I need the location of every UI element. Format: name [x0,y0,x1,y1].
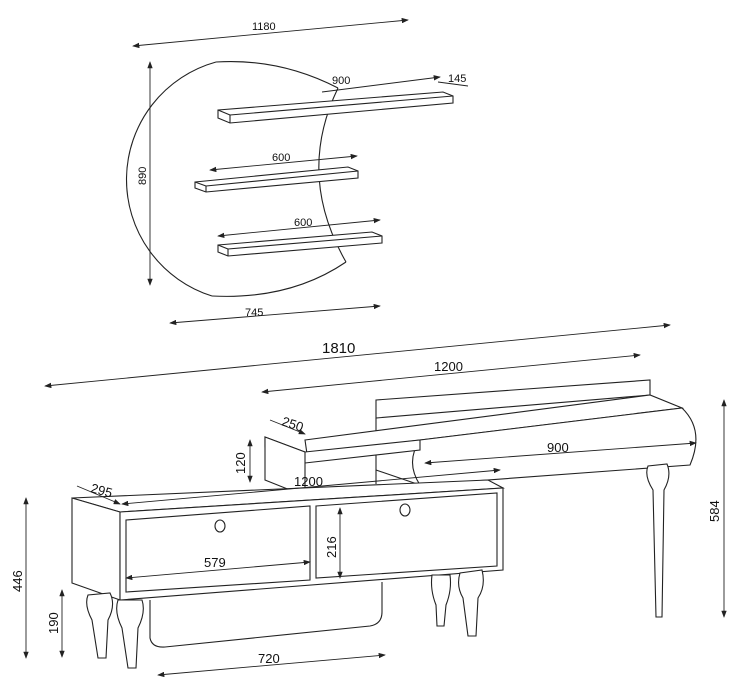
dim-1810: 1810 [322,340,355,357]
dim-584: 584 [707,500,722,522]
dim-900-console: 900 [547,440,569,455]
dim-600-middle: 600 [272,152,290,164]
round-back-panel [125,61,217,297]
leg-front-right-2 [457,569,484,637]
top-shelf [217,91,454,124]
tv-unit [71,379,697,669]
dim-250: 250 [280,414,305,435]
lower-cabinet-side [71,497,121,601]
tv-unit-dimensions: 1810 1200 250 120 1200 295 900 584 216 5… [10,322,727,678]
dim-890: 890 [137,167,149,185]
leg-back-right [430,574,452,627]
dim-745: 745 [245,307,263,319]
dim-216: 216 [324,536,339,558]
leg-front-left [86,592,114,659]
dim-120: 120 [233,452,248,474]
door-left-handle [214,519,226,533]
dim-579: 579 [204,555,226,570]
dim-295: 295 [89,480,114,500]
door-left [125,505,311,593]
dim-446: 446 [10,570,25,592]
dim-1200-top: 1200 [434,359,463,374]
leg-front-right [116,599,144,669]
bottom-rail [149,582,383,648]
dim-600-bottom: 600 [294,217,312,229]
dim-1180: 1180 [252,21,276,33]
wall-shelf [125,61,454,297]
dim-720: 720 [258,651,280,666]
dim-1200-lower: 1200 [294,474,323,489]
door-right-handle [399,503,411,517]
dim-190: 190 [46,612,61,634]
bottom-shelf [217,231,383,257]
console-leg [646,463,670,618]
dim-145: 145 [448,73,466,85]
wall-shelf-dimensions: 1180 900 145 890 600 600 745 [132,17,469,326]
dim-900-shelf: 900 [332,75,350,87]
